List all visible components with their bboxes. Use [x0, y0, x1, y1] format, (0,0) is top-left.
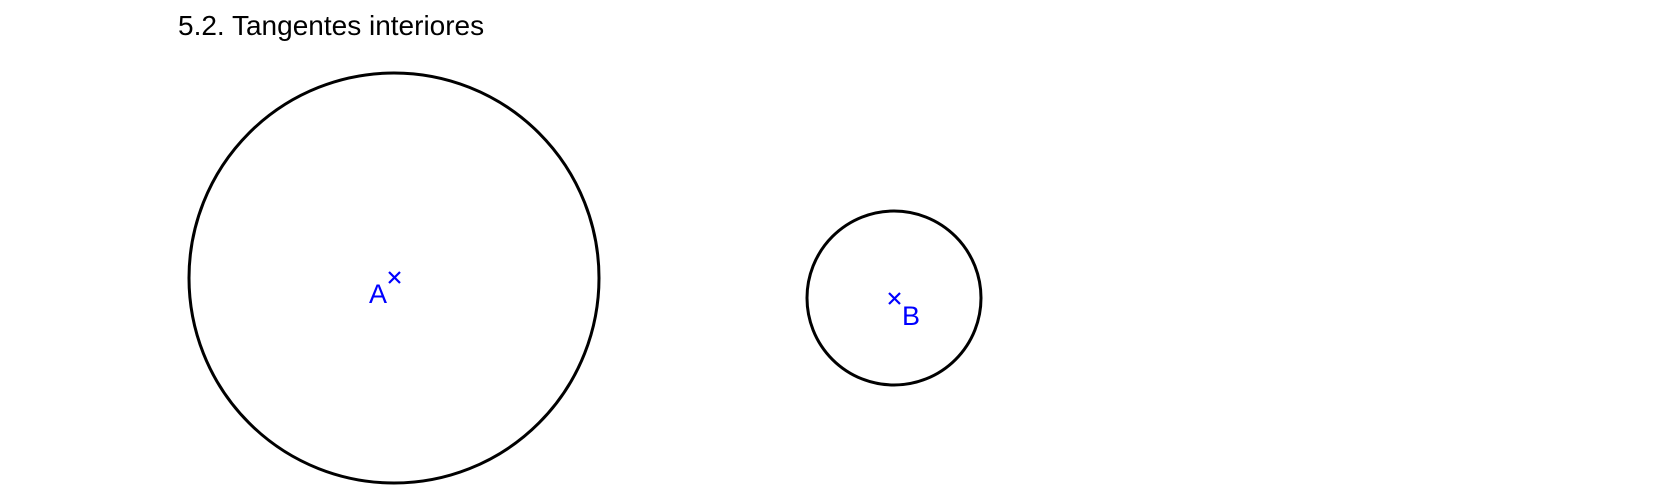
section-heading: 5.2. Tangentes interiores [178, 10, 485, 41]
center-a-label: A [369, 279, 387, 309]
center-b-label: B [902, 301, 920, 331]
center-a-marker [388, 271, 401, 284]
circle-a [187, 71, 601, 485]
center-b-marker [888, 292, 901, 305]
circle-b [805, 209, 983, 387]
